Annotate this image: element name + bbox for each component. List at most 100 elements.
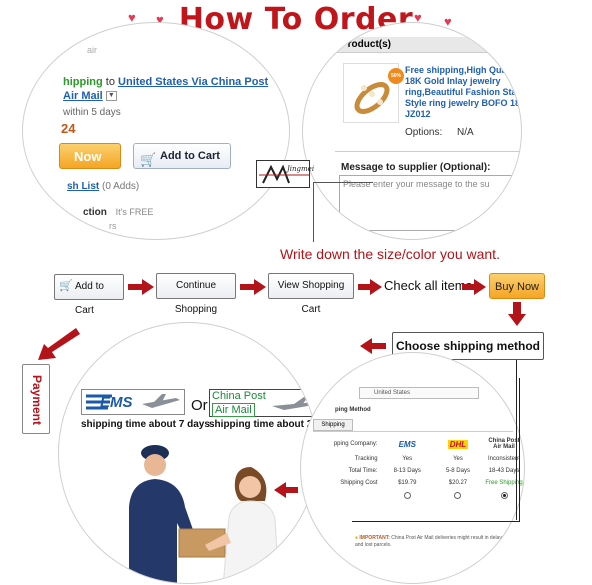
china-post-line2: Air Mail [212,403,255,417]
radio-dhl[interactable] [454,492,462,499]
table-cell: Yes [453,456,463,462]
options-label: Options: [405,127,443,138]
shipping-label: hipping [63,76,103,88]
instruction-text: Write down the size/color you want. [280,246,500,262]
shipping-table-zoom: United States ping Method Shipping pping… [300,352,525,584]
table-cell: Free Shipping [485,480,523,486]
wishlist-count: (0 Adds) [102,181,140,192]
radio-ems[interactable] [403,492,411,499]
arrow-down-icon [508,302,526,326]
radio-china-post[interactable] [500,492,508,499]
options-value: N/A [457,127,474,138]
table-frame [516,360,517,520]
heart-icon: ♥ [128,10,136,25]
protection-label: ction [83,207,107,218]
ems-logo: EMS [100,394,133,411]
lightbulb-icon: ● [355,535,359,541]
total-time-label: Total Time: [348,468,378,474]
arrow-right-icon [358,279,382,295]
discount-badge: 50% [388,68,404,84]
ems-option[interactable]: EMS [81,389,185,415]
panel-fragment: air [87,45,98,55]
protection-row: ction It's FREE [83,207,153,218]
shipping-method-label: ping Method [335,407,371,413]
company-label: pping Company: [333,441,378,447]
arrow-right-icon [462,279,486,295]
shipping-row: hipping to United States Via China Post … [63,75,273,103]
page-title: How To Order [178,2,414,37]
product-thumbnail[interactable]: 50% [343,63,404,123]
important-text: China Post Air Mail deliveries might res… [355,535,505,548]
delivery-note: within 5 days [63,107,121,118]
step-add-to-cart-label: Add to Cart [75,281,104,316]
message-textarea[interactable]: Please enter your message to the su [339,175,521,231]
table-cell: 5-8 Days [445,468,470,474]
products-header: Product(s) [335,37,521,53]
check-items-text: Check all items [384,278,473,293]
arrow-down-left-icon [38,328,80,360]
connector-line [313,182,373,183]
table-cell: 18-43 Days [488,468,520,474]
options-row: Options: N/A [405,127,474,138]
country-select[interactable]: United States [359,387,479,399]
airplane-icon [272,397,317,410]
table-cell: $20.27 [448,480,468,486]
heart-icon: ♥ [444,14,452,29]
china-post-time: shipping time about 20 days [209,419,317,430]
price: 24 [61,121,76,136]
carrier-china-post: China Post Air Mail [488,438,520,450]
wishlist-row: sh List (0 Adds) [67,181,139,192]
important-note: ● IMPORTANT: China Post Air Mail deliver… [355,535,505,549]
view-shopping-cart-button[interactable]: View Shopping Cart [268,273,354,315]
important-label: IMPORTANT: [359,535,390,541]
arrow-left-icon [360,338,386,354]
or-label: Or [191,397,208,414]
ems-time: shipping time about 7 days [81,419,210,430]
tracking-label: Tracking [354,456,378,462]
delivery-illustration [129,445,280,583]
shipping-table: pping Company: EMS DHL China Post Air Ma… [301,435,524,504]
cart-icon: 🛒 [59,280,73,292]
table-frame [352,378,520,522]
cart-icon: 🛒 [140,152,157,167]
shipping-method-link[interactable]: United States Via China Post Air Mail [63,76,269,102]
table-cell: 8-13 Days [393,468,421,474]
cart-panel-zoom: air hipping to United States Via China P… [22,22,290,240]
add-to-cart-button[interactable]: 🛒 Add to Cart [133,143,231,169]
table-cell: Inconsistent [487,456,521,462]
continue-shopping-button[interactable]: Continue Shopping [156,273,236,315]
shipping-to: to [105,76,115,88]
logo-text: Jingmei [287,165,315,173]
protection-note: It's FREE [115,207,154,217]
product-name-link[interactable]: Free shipping,High Qua 18K Gold Inlay je… [405,65,521,119]
message-label: Message to supplier (Optional): [341,162,491,173]
store-logo: Jingmei [256,160,314,188]
carrier-ems: EMS [398,439,416,449]
table-cell: Yes [402,456,413,462]
tab-shipping[interactable]: Shipping [313,419,353,431]
panel-fragment: rs [109,221,117,231]
arrow-left-icon [274,482,298,498]
china-post-option[interactable]: China Post Air Mail [209,389,317,417]
product-panel-zoom: Product(s) 50% Free shipping,High Qua 18… [302,22,522,240]
payment-step: Payment [22,364,50,434]
delivery-zoom: EMS Or China Post Air Mail shipping time… [58,322,318,584]
add-to-cart-label: Add to Cart [160,150,220,162]
divider [335,151,521,152]
china-post-line1: China Post [212,390,266,402]
buy-now-step-button[interactable]: Buy Now [489,273,545,299]
cost-label: Shipping Cost [340,480,378,486]
step-add-to-cart-button[interactable]: 🛒 Add to Cart [54,274,124,316]
chevron-down-icon[interactable]: ▼ [105,91,117,102]
buy-now-button[interactable]: Now [59,143,121,169]
wishlist-link[interactable]: sh List [67,181,100,192]
heart-icon: ♥ [414,10,422,25]
table-cell: $19.79 [398,480,417,486]
arrow-right-icon [240,279,266,295]
heart-icon: ♥ [156,12,164,27]
arrow-right-icon [128,279,154,295]
divider [313,431,513,432]
carrier-dhl: DHL [447,439,469,449]
payment-label: Payment [30,374,44,426]
connector-line [313,182,314,242]
